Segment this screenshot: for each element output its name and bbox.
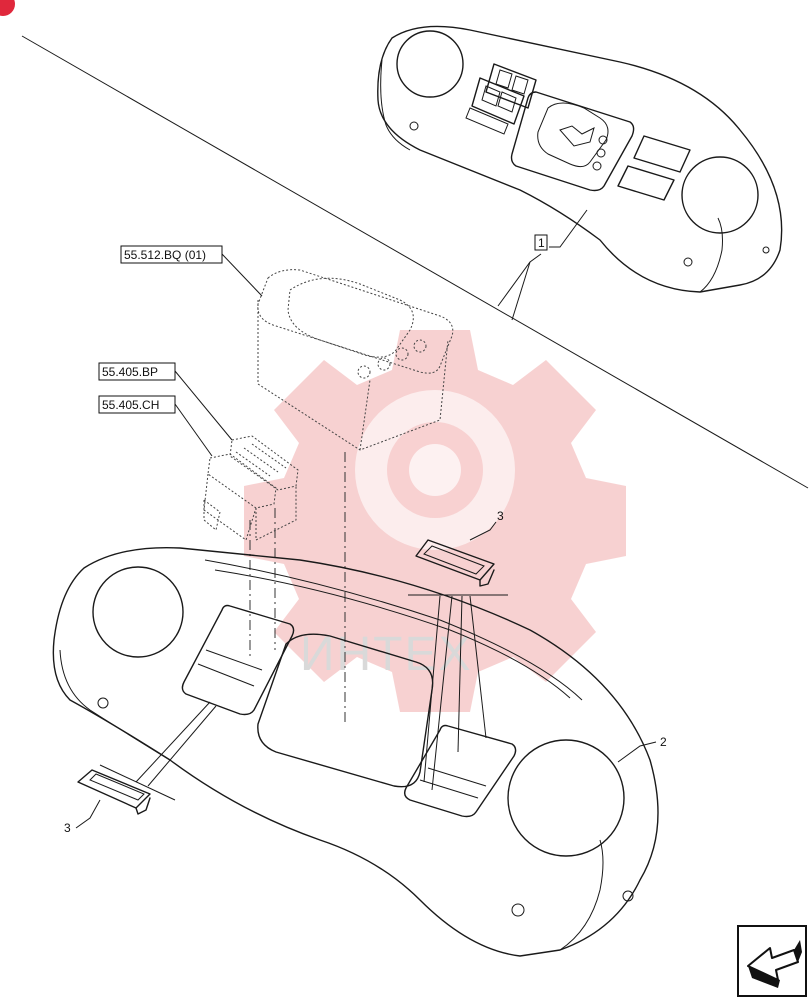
ref-cluster-box xyxy=(120,245,223,264)
item-2-leader xyxy=(617,741,657,763)
ref-switch-bp-box xyxy=(98,362,176,381)
item-1-leader xyxy=(549,209,588,248)
assembled-panel-view xyxy=(377,25,783,293)
watermark-gear-icon xyxy=(244,330,626,712)
item-1-label: 1 xyxy=(538,236,545,250)
separator-line xyxy=(21,35,809,489)
ref-switch-ch-label: 55.405.CH xyxy=(102,398,159,412)
item-3-lower-label: 3 xyxy=(64,821,71,835)
item-3-upper-label: 3 xyxy=(497,509,504,523)
corner-badge xyxy=(0,0,15,16)
item-3-upper-leader xyxy=(469,521,497,541)
ref-cluster-label: 55.512.BQ (01) xyxy=(124,248,206,262)
cover-plate-upper xyxy=(415,539,495,587)
ref-switch-bp-label: 55.405.BP xyxy=(102,365,158,379)
cover-plate-lower xyxy=(77,769,151,815)
instrument-cluster xyxy=(257,269,454,451)
ref-switch-bp-leader xyxy=(174,370,233,441)
watermark-text: ИНТЕХ xyxy=(300,628,473,681)
item-3-lower-leader xyxy=(75,799,101,829)
ref-switch-ch-box xyxy=(98,395,176,414)
next-page-arrow-icon[interactable] xyxy=(737,925,807,997)
ref-cluster-leader xyxy=(221,253,263,297)
dashboard-panel xyxy=(52,546,659,957)
item-2-label: 2 xyxy=(660,735,667,749)
item-1-box xyxy=(534,234,548,251)
ref-switch-ch-leader xyxy=(174,403,213,457)
rocker-switch-block xyxy=(203,435,299,541)
